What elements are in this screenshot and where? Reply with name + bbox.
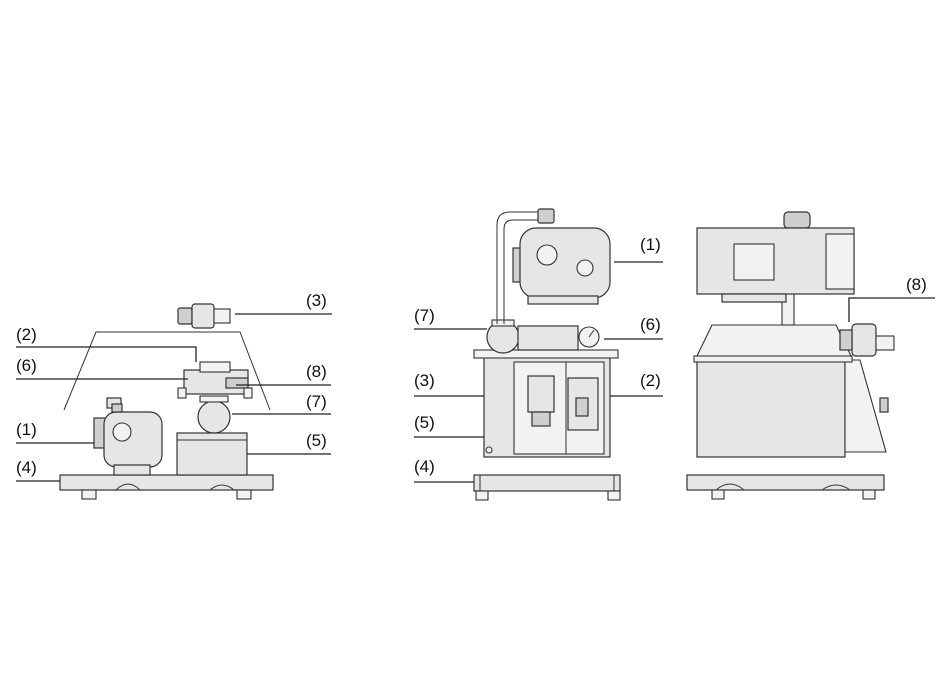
callout-label: (2) [640, 371, 661, 390]
callout-label: (1) [640, 235, 661, 254]
base-plate [59, 474, 274, 491]
fitting-part [177, 303, 231, 329]
callout-label: (6) [16, 356, 37, 375]
left-view: (3) (2) (6) (8) (7) (1) (5) (4) [16, 291, 332, 500]
callout-label: (8) [906, 275, 927, 294]
callout-label: (5) [306, 431, 327, 450]
callout-label: (3) [306, 291, 327, 310]
callout-label: (4) [414, 457, 435, 476]
front-view: (1) (7) (6) (3) (2) (5) (4) [414, 208, 663, 501]
callout-label: (8) [306, 362, 327, 381]
callout-label: (1) [16, 420, 37, 439]
callout-label: (7) [414, 306, 435, 325]
lifting-frame [63, 331, 271, 411]
callout-label: (4) [16, 458, 37, 477]
valve-block [177, 361, 253, 399]
tank-box [176, 432, 248, 476]
callout-label: (7) [306, 392, 327, 411]
callout-label: (6) [640, 315, 661, 334]
motor-housing [197, 400, 231, 434]
side-view: (8) [686, 211, 935, 500]
callout-label: (3) [414, 371, 435, 390]
callout-label: (5) [414, 413, 435, 432]
pump-unit [93, 397, 163, 476]
callout-label: (2) [16, 325, 37, 344]
